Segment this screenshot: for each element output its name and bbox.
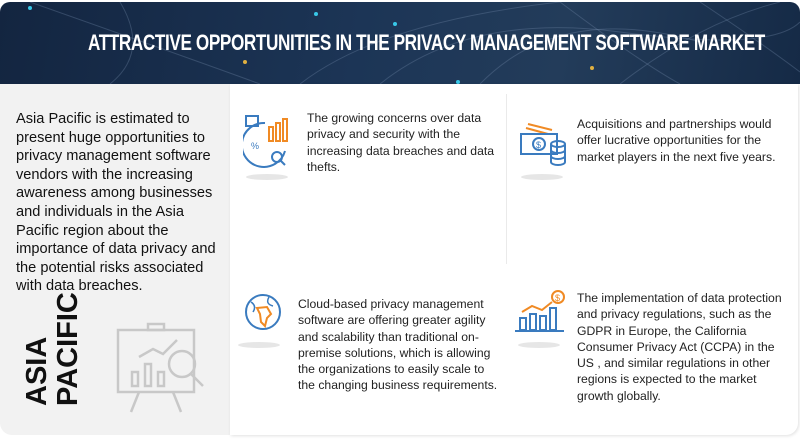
analytics-chart-icon: % [243,115,288,168]
opportunity-text: The implementation of data protection an… [577,291,782,403]
opportunity-text: The growing concerns over data privacy a… [307,111,495,174]
icon-shadow [521,174,563,180]
svg-text:%: % [251,141,259,151]
region-description: Asia Pacific is estimated to present hug… [16,111,216,295]
globe-icon [245,294,281,330]
header-banner: ATTRACTIVE OPPORTUNITIES IN THE PRIVACY … [0,2,800,84]
region-panel: Asia Pacific is estimated to present hug… [0,84,230,435]
region-label-line2: PACIFIC [52,292,84,406]
page-title: ATTRACTIVE OPPORTUNITIES IN THE PRIVACY … [88,30,765,55]
network-lines-background [28,2,800,84]
region-label: ASIA PACIFIC [21,276,84,406]
opportunity-text: Acquisitions and partnerships would offe… [577,117,776,164]
presentation-analytics-icon [116,322,204,413]
growth-chart-icon: $ [515,290,565,332]
svg-text:$: $ [536,140,541,150]
svg-text:$: $ [555,293,560,303]
money-coins-icon: $ [520,123,566,166]
icon-shadow [238,342,280,348]
opportunity-text: Cloud-based privacy management software … [298,297,498,393]
region-label-line1: ASIA [21,336,53,406]
divider [506,94,507,264]
icon-shadow [518,342,560,348]
icon-shadow [246,174,288,180]
